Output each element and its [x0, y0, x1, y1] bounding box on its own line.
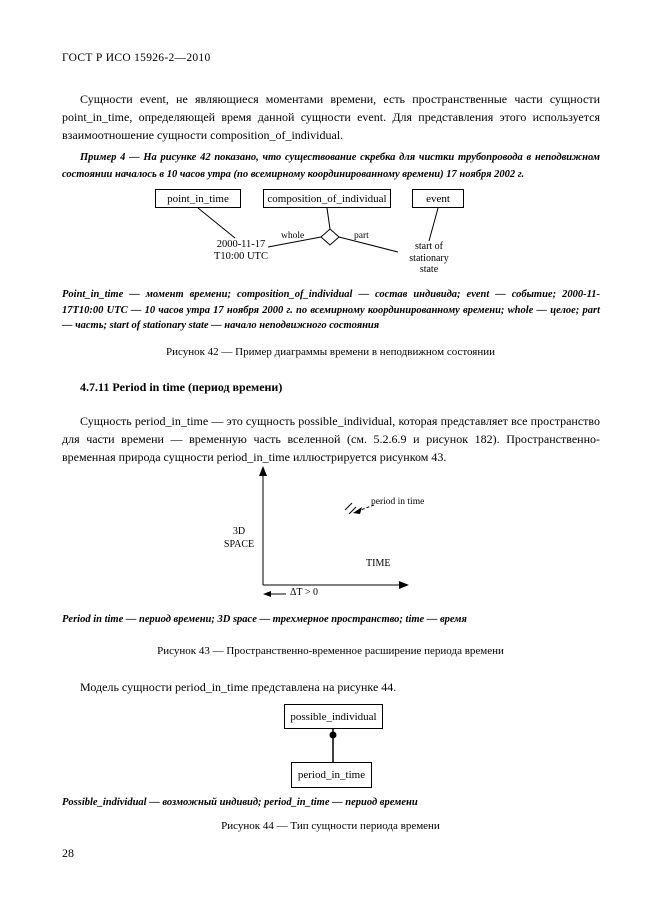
space-axis-label: 3D SPACE	[223, 526, 255, 550]
time-axis-arrowhead	[399, 581, 409, 589]
section-heading-4-7-11: 4.7.11 Period in time (период времени)	[80, 380, 283, 394]
connector-composition	[326, 207, 331, 230]
figure-44-caption: Рисунок 44 — Тип сущности периода времен…	[221, 820, 440, 832]
document-header: ГОСТ Р ИСО 15926-2—2010	[62, 52, 211, 64]
entity-box-composition-of-individual: composition_of_individual	[263, 189, 391, 208]
timestamp-label: 2000-11-17 T10:00 UTC	[214, 239, 268, 262]
entity-box-point-in-time: point_in_time	[155, 189, 241, 208]
figure-42: point_in_time composition_of_individual …	[0, 185, 661, 285]
page-number: 28	[62, 846, 74, 860]
period-hatch-mark	[348, 506, 357, 515]
figure-43: 3D SPACE TIME period in time ΔT > 0	[0, 463, 661, 608]
paragraph-period-in-time: Сущность period_in_time — это сущность p…	[62, 414, 600, 464]
composition-diamond	[320, 228, 340, 246]
connector-event	[428, 207, 439, 242]
figure-44-connector	[329, 729, 337, 762]
figure-44: possible_individual period_in_time	[0, 700, 661, 795]
part-label: part	[354, 231, 369, 241]
figure-44-key: Possible_individual — возможный индивид;…	[62, 797, 418, 808]
subtype-dot	[329, 731, 337, 739]
entity-box-event: event	[412, 189, 464, 208]
figure-43-key: Period in time — период времени; 3D spac…	[62, 614, 467, 625]
connector-part	[338, 236, 399, 253]
paragraph-intro: Сущности event, не являющиеся моментами …	[62, 92, 600, 142]
example-4: Пример 4 — На рисунке 42 показано, что с…	[62, 152, 600, 180]
space-axis-arrowhead	[259, 466, 267, 476]
time-axis-label: TIME	[366, 558, 391, 569]
entity-box-period-in-time: period_in_time	[291, 762, 372, 788]
figure-42-caption: Рисунок 42 — Пример диаграммы времени в …	[165, 346, 496, 358]
figure-42-connectors	[197, 207, 439, 253]
figure-43-caption: Рисунок 43 — Пространственно-временное р…	[157, 645, 504, 657]
start-of-stationary-state-label: start of stationary state	[409, 241, 449, 275]
connector-point-in-time	[197, 207, 236, 239]
paragraph-model: Модель сущности period_in_time представл…	[80, 680, 397, 694]
figure-43-axes	[259, 466, 409, 597]
period-pointer-line	[357, 504, 375, 512]
entity-box-possible-individual: possible_individual	[284, 704, 383, 729]
period-pointer-arrowhead	[353, 507, 362, 514]
period-hatch-mark	[344, 502, 353, 511]
period-in-time-label: period in time	[371, 497, 425, 507]
whole-label: whole	[281, 231, 305, 241]
delta-t-arrowhead	[263, 591, 271, 597]
figure-42-key: Point_in_time — момент времени; composit…	[62, 289, 600, 331]
delta-t-label: ΔT > 0	[290, 587, 318, 598]
connector-whole	[267, 236, 322, 248]
